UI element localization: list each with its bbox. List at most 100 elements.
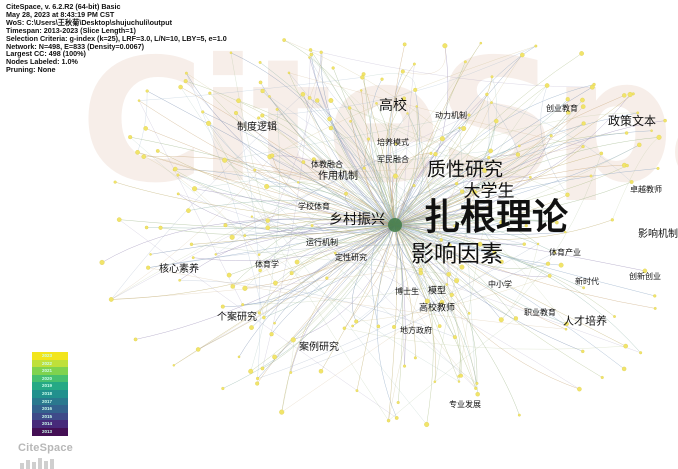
network-edge <box>394 224 436 382</box>
keyword-label[interactable]: 乡村振兴 <box>329 212 385 228</box>
keyword-label[interactable]: 运行机制 <box>306 238 338 247</box>
network-node <box>452 335 457 340</box>
keyword-label[interactable]: 高校 <box>379 98 407 114</box>
network-node <box>406 112 409 115</box>
keyword-label[interactable]: 定性研究 <box>335 253 367 262</box>
network-node <box>580 104 586 109</box>
network-edge <box>266 186 396 226</box>
network-node <box>517 413 521 417</box>
keyword-label[interactable]: 创新创业 <box>629 272 661 281</box>
network-node <box>396 401 400 405</box>
network-edge <box>180 86 396 226</box>
keyword-label[interactable]: 模型 <box>427 286 447 297</box>
keyword-label[interactable]: 军民融合 <box>377 155 409 164</box>
network-edge <box>434 121 497 382</box>
network-edge <box>394 219 613 240</box>
network-node <box>433 152 438 157</box>
keyword-label[interactable]: 核心素养 <box>159 264 199 275</box>
keyword-label[interactable]: 质性研究 <box>426 158 504 181</box>
keyword-label[interactable]: 影响因素 <box>411 241 503 268</box>
network-node <box>375 102 378 105</box>
network-edge <box>147 90 396 226</box>
keyword-label[interactable]: 体育学 <box>255 260 279 269</box>
network-node <box>260 113 265 118</box>
legend-row: 2019 <box>32 382 68 390</box>
network-node <box>178 84 183 90</box>
keyword-label[interactable]: 地方政府 <box>400 326 432 335</box>
network-node <box>442 43 448 49</box>
keyword-label[interactable]: 新时代 <box>575 277 599 286</box>
network-edge <box>394 224 460 382</box>
network-node <box>402 96 406 101</box>
network-node <box>663 118 667 123</box>
network-edge <box>242 284 447 305</box>
keyword-label[interactable]: 培养模式 <box>377 138 409 147</box>
keyword-label[interactable]: 体教融合 <box>311 160 343 169</box>
network-edge <box>612 137 660 220</box>
network-node <box>272 354 277 360</box>
network-node <box>128 135 133 140</box>
network-node <box>439 238 443 242</box>
network-node <box>108 297 114 302</box>
network-edge <box>250 109 280 372</box>
keyword-label[interactable]: 人才培养 <box>563 314 607 328</box>
keyword-label[interactable]: 扎根理论 <box>423 197 569 238</box>
keyword-label[interactable]: 案例研究 <box>299 342 339 353</box>
network-node <box>565 97 570 102</box>
network-node <box>629 180 634 184</box>
keyword-label[interactable]: 体育产业 <box>549 248 581 257</box>
keyword-label[interactable]: 学校体育 <box>298 202 330 211</box>
keyword-label[interactable]: 作用机制 <box>318 171 358 182</box>
network-edge <box>257 224 396 384</box>
network-node <box>599 151 604 156</box>
keyword-label[interactable]: 专业发展 <box>449 400 481 409</box>
network-edge <box>376 224 397 419</box>
legend-row: 2020 <box>32 374 68 383</box>
network-node <box>310 224 314 228</box>
network-node <box>311 157 316 162</box>
info-line: Largest CC: 498 (100%) <box>6 49 86 59</box>
network-node <box>133 337 138 342</box>
keyword-label[interactable]: 影响机制 <box>638 229 678 240</box>
info-line: CiteSpace, v. 6.2.R2 (64-bit) Basic <box>6 2 121 11</box>
network-node <box>223 223 228 228</box>
keyword-label[interactable]: 博士生 <box>395 287 419 296</box>
network-edge <box>263 224 396 318</box>
keyword-label[interactable]: 高校教师 <box>418 303 456 314</box>
legend-year: 2018 <box>42 390 53 396</box>
network-edge <box>441 220 553 241</box>
network-node <box>558 262 564 268</box>
network-node <box>454 278 460 284</box>
network-node <box>307 96 312 100</box>
network-node <box>400 69 405 74</box>
legend-year: 2017 <box>42 398 53 404</box>
network-node <box>206 120 212 126</box>
network-edge <box>416 106 476 389</box>
network-edge <box>501 153 602 320</box>
keyword-label[interactable]: 动力机制 <box>435 111 467 120</box>
network-edge <box>458 207 489 382</box>
network-edge <box>290 252 555 373</box>
keyword-label[interactable]: 中小学 <box>488 280 512 289</box>
network-edge <box>475 85 548 193</box>
keyword-label[interactable]: 卓越教师 <box>630 185 662 194</box>
network-node <box>135 150 140 155</box>
keyword-label[interactable]: 职业教育 <box>524 308 556 317</box>
network-node <box>230 284 235 289</box>
network-edge <box>469 94 490 213</box>
keyword-label[interactable]: 政策文本 <box>607 114 657 128</box>
network-edge <box>394 224 455 229</box>
keyword-label[interactable]: 个案研究 <box>217 312 257 323</box>
network-edge <box>229 224 396 276</box>
network-node <box>149 253 152 256</box>
network-node <box>349 120 352 123</box>
network-node <box>279 409 285 415</box>
network-edge <box>148 243 525 268</box>
network-node <box>201 110 205 114</box>
keyword-label[interactable]: 创业教育 <box>546 104 578 113</box>
keyword-label[interactable]: 大学生 <box>463 181 515 202</box>
network-node <box>319 50 323 54</box>
keyword-label[interactable]: 制度逻辑 <box>237 122 277 133</box>
info-line: Nodes Labeled: 1.0% <box>6 57 78 67</box>
network-edge <box>224 114 470 161</box>
